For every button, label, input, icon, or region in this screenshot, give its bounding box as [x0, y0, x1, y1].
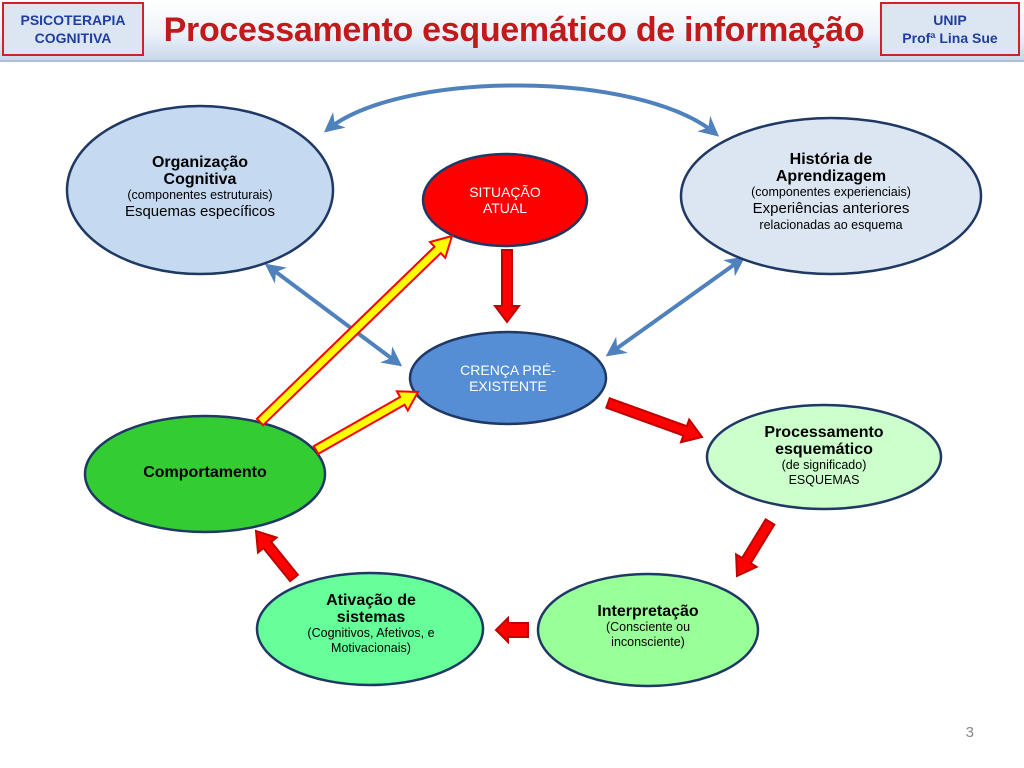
course-label: PSICOTERAPIA COGNITIVA	[2, 2, 144, 56]
arrow-situacao-to-crenca	[493, 249, 521, 324]
comportamento-ellipse	[83, 414, 327, 534]
crenca-line-1: CRENÇA PRÉ-	[460, 362, 556, 378]
processamento-ellipse	[705, 403, 943, 511]
ativacao-title-2: sistemas	[336, 609, 406, 626]
situacao-atual-label: SITUAÇÃO ATUAL	[440, 178, 570, 222]
course-line-1: PSICOTERAPIA	[20, 12, 126, 28]
historia-line-2: Experiências anteriores	[752, 200, 910, 217]
processamento-line-1: (de significado)	[781, 458, 867, 472]
interpretacao-title: Interpretação	[597, 602, 699, 620]
connector-organizacao-crenca	[264, 263, 403, 367]
ativacao-line-1: (Cognitivos, Afetivos, e	[307, 626, 435, 640]
situacao-atual-ellipse	[421, 152, 589, 248]
organizacao-line-2: Esquemas específicos	[124, 202, 276, 220]
crenca-line-2: EXISTENTE	[469, 378, 547, 394]
historia-aprendizagem-label: História de Aprendizagem (componentes ex…	[700, 136, 962, 248]
situacao-line-1: SITUAÇÃO	[469, 184, 541, 200]
comportamento-title: Comportamento	[143, 463, 267, 481]
ativacao-sistemas-label: Ativação de sistemas (Cognitivos, Afetiv…	[282, 586, 460, 662]
organizacao-line-1: (componentes estruturais)	[127, 187, 273, 202]
interpretacao-label: Interpretação (Consciente ou inconscient…	[560, 594, 736, 658]
interpretacao-line-2: inconsciente)	[611, 634, 685, 649]
arrow-interpretacao-to-ativacao	[494, 615, 529, 645]
historia-line-3: relacionadas ao esquema	[759, 218, 903, 232]
arrow-comportamento-to-crenca	[312, 390, 420, 456]
organizacao-cognitiva-label: Organização Cognitiva (componentes estru…	[80, 142, 320, 232]
ativacao-title-1: Ativação de	[326, 592, 416, 609]
historia-title-1: História de	[789, 151, 873, 168]
historia-aprendizagem-ellipse	[679, 116, 983, 276]
crenca-pre-existente-label: CRENÇA PRÉ- EXISTENTE	[428, 356, 588, 400]
page-number: 3	[965, 724, 974, 741]
processamento-label: Processamento esquemático (de significad…	[724, 416, 924, 496]
processamento-title-2: esquemático	[775, 441, 873, 458]
institution-label: UNIP Profª Lina Sue	[880, 2, 1020, 56]
comportamento-label: Comportamento	[100, 458, 310, 486]
crenca-pre-existente-ellipse	[408, 330, 608, 426]
course-line-2: COGNITIVA	[34, 30, 112, 46]
ativacao-line-2: Motivacionais)	[331, 641, 411, 655]
arrow-comportamento-to-situacao	[255, 234, 454, 427]
organizacao-cognitiva-ellipse	[65, 104, 335, 276]
interpretacao-line-1: (Consciente ou	[605, 619, 691, 634]
arrow-processamento-to-interpretacao	[735, 518, 776, 578]
connector-historia-crenca	[605, 256, 746, 357]
page-title: Processamento esquemático de informação	[163, 10, 865, 49]
historia-title-2: Aprendizagem	[775, 168, 887, 185]
header-band	[0, 0, 1024, 62]
arrow-crenca-to-processamento	[605, 397, 704, 444]
organizacao-title-1: Organização	[151, 153, 249, 171]
institution-line-1: UNIP	[933, 12, 967, 28]
interpretacao-ellipse	[536, 572, 760, 688]
institution-line-2: Profª Lina Sue	[902, 30, 998, 46]
connector-organizacao-historia	[323, 83, 720, 137]
processamento-line-2: ESQUEMAS	[788, 473, 860, 487]
historia-line-1: (componentes experienciais)	[751, 185, 911, 199]
organizacao-title-2: Cognitiva	[163, 170, 237, 188]
situacao-line-2: ATUAL	[482, 200, 528, 216]
arrow-ativacao-to-comportamento	[254, 529, 300, 583]
processamento-title-1: Processamento	[764, 424, 884, 441]
ativacao-sistemas-ellipse	[255, 571, 485, 687]
